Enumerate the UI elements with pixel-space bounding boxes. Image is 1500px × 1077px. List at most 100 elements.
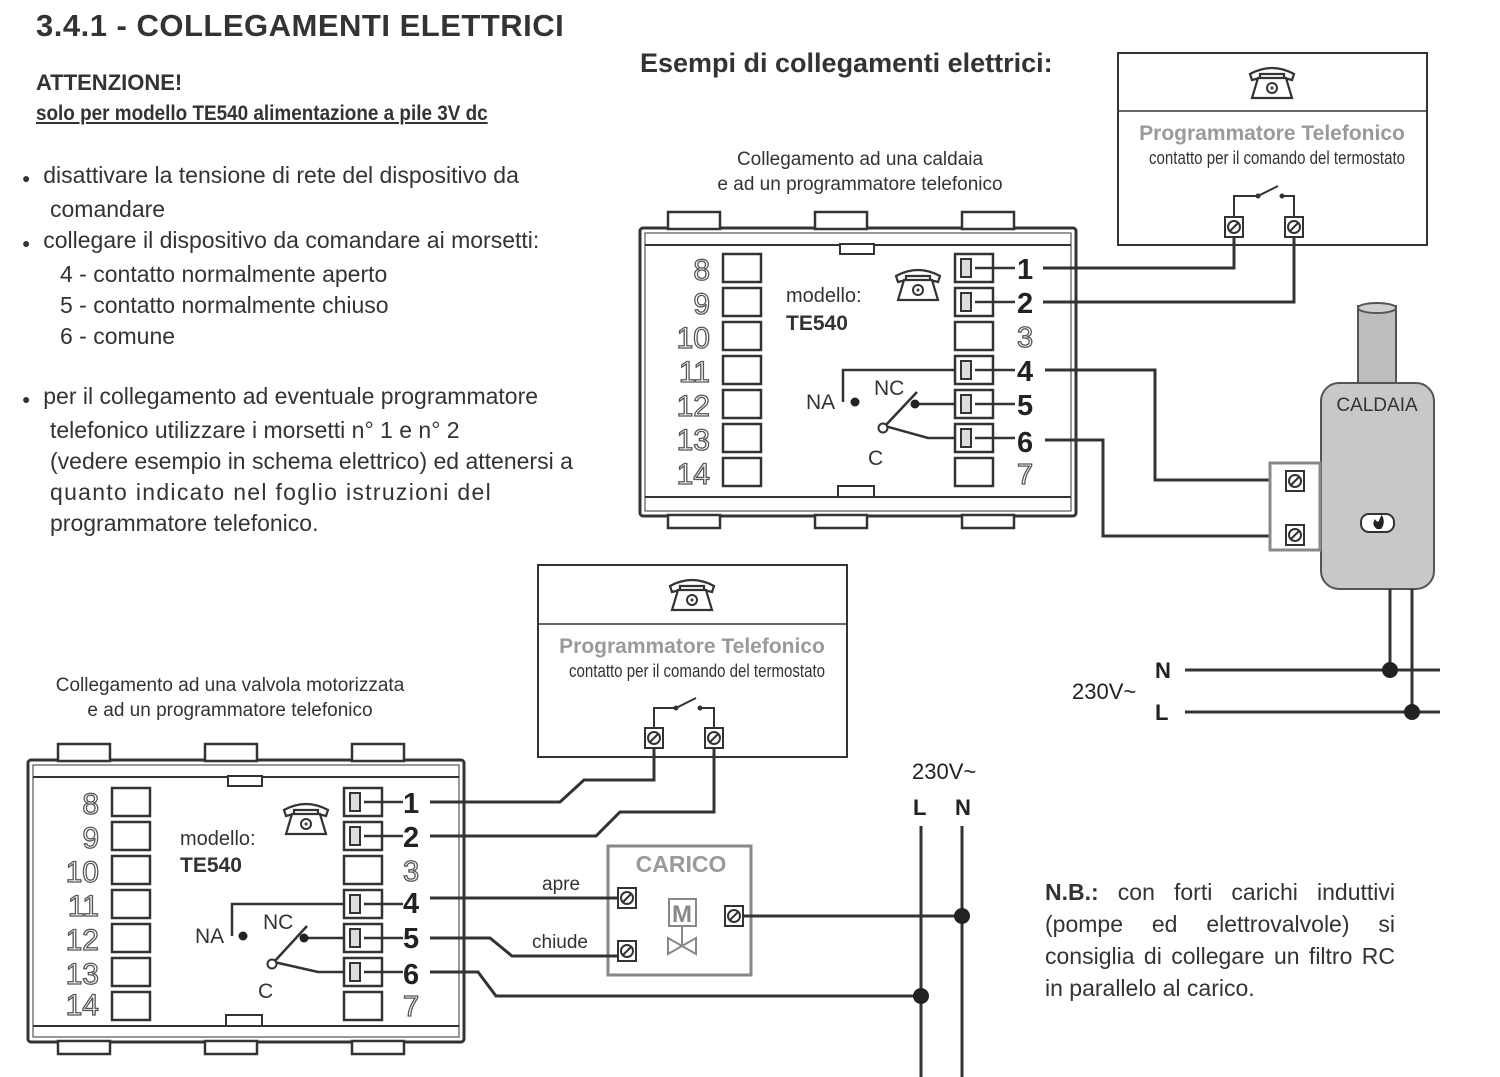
note-prefix: N.B.: (1045, 879, 1099, 905)
top-programmer-subtitle: contatto per il comando del termostato (1149, 148, 1405, 168)
top-programmer-wires (1043, 237, 1296, 538)
top-terminal-4: 4 (1017, 356, 1033, 388)
bottom-terminal-12: 12 (66, 924, 99, 957)
top-terminal-13: 13 (677, 424, 710, 457)
top-programmer-screw-1 (1224, 216, 1244, 238)
bottom-terminal-4: 4 (403, 888, 419, 920)
bullet-dot: ● (22, 235, 31, 251)
top-nc-label: NC (874, 377, 904, 400)
instructions-block: ● disattivare la tensione di rete del di… (22, 160, 539, 352)
bottom-terminal-2: 2 (403, 822, 419, 854)
top-programmer-phone-icon (1248, 66, 1296, 100)
instruction-1-line-1: disattivare la tensione di rete del disp… (43, 162, 519, 188)
instruction-1-line-2: comandare (50, 196, 166, 222)
top-programmer-title: Programmatore Telefonico (1139, 122, 1405, 145)
motor-label: M (672, 901, 692, 928)
bottom-model-name: TE540 (180, 854, 242, 877)
warning-subtitle: solo per modello TE540 alimentazione a p… (36, 102, 488, 125)
bottom-caption-line-2: e ad un programmatore telefonico (87, 700, 373, 721)
top-phone-programmer: Programmatore Telefonico contatto per il… (1117, 52, 1428, 246)
bottom-terminal-9: 9 (82, 822, 99, 855)
bottom-terminal-6: 6 (403, 959, 419, 991)
closes-label: chiude (532, 932, 588, 953)
terminal-4-description: 4 - contatto normalmente aperto (60, 261, 388, 287)
warning-title: ATTENZIONE! (36, 70, 183, 95)
load-screw-apre (617, 887, 637, 909)
boiler-label: CALDAIA (1336, 395, 1418, 416)
terminal-5-description: 5 - contatto normalmente chiuso (60, 292, 389, 318)
top-na-label: NA (806, 391, 835, 414)
top-terminal-10: 10 (677, 322, 710, 355)
bottom-voltage-label: 230V~ (912, 759, 976, 784)
bottom-load-wires (430, 826, 964, 1077)
top-terminal-1: 1 (1017, 254, 1033, 286)
load-screw-chiude (617, 940, 637, 962)
bottom-thermostat: 8 9 10 11 12 13 14 1 2 4 5 6 3 7 modello… (26, 742, 466, 1056)
bottom-caption-line-1: Collegamento ad una valvola motorizzata (55, 675, 405, 696)
bottom-terminal-13: 13 (66, 958, 99, 991)
bottom-c-label: C (258, 980, 273, 1003)
instruction-2-line-1: collegare il dispositivo da comandare ai… (43, 227, 540, 253)
load-label: CARICO (636, 851, 727, 877)
bottom-terminal-1: 1 (403, 788, 419, 820)
top-terminal-3: 3 (1017, 322, 1033, 354)
top-caption-line-1: Collegamento ad una caldaia (736, 149, 984, 170)
top-programmer-screw-2 (1284, 216, 1304, 238)
top-terminal-11: 11 (679, 356, 710, 389)
terminal-6-description: 6 - comune (60, 323, 176, 349)
top-voltage-label: 230V~ (1072, 679, 1136, 704)
instruction-3-line-5: programmatore telefonico. (50, 510, 319, 536)
top-thermostat: 8 9 10 11 12 13 14 1 2 4 5 6 3 7 modello… (638, 210, 1078, 530)
boiler-screw-2 (1285, 524, 1305, 546)
bottom-caption: Collegamento ad una valvola motorizzata … (30, 673, 430, 723)
bottom-programmer-phone-icon (668, 578, 716, 612)
load-screw-common (724, 905, 744, 927)
bottom-terminal-7: 7 (403, 991, 419, 1023)
bottom-programmer-wires (430, 748, 716, 838)
bottom-programmer-screw-1 (644, 727, 664, 749)
instruction-3-line-2: telefonico utilizzare i morsetti n° 1 e … (50, 417, 460, 443)
bullet-dot: ● (22, 170, 31, 186)
bottom-phone-programmer: Programmatore Telefonico contatto per il… (537, 564, 848, 758)
valve-icon (667, 936, 697, 956)
top-caption: Collegamento ad una caldaia e ad un prog… (690, 147, 1030, 197)
note-text: con forti carichi induttivi (pompe ed el… (1045, 879, 1395, 1001)
bottom-terminal-11: 11 (68, 890, 99, 923)
top-phone-icon (894, 268, 942, 302)
top-neutral-label: N (1155, 658, 1171, 683)
bullet-dot: ● (22, 391, 31, 407)
examples-title: Esempi di collegamenti elettrici: (640, 48, 1053, 78)
boiler-screw-1 (1285, 470, 1305, 492)
top-terminal-7: 7 (1017, 459, 1033, 491)
bottom-terminal-10: 10 (66, 856, 99, 889)
bottom-terminal-5: 5 (403, 923, 419, 955)
top-terminal-12: 12 (677, 390, 710, 423)
top-model-name: TE540 (786, 312, 848, 335)
bottom-terminal-8: 8 (82, 788, 99, 821)
bottom-line-label: L (913, 795, 926, 820)
top-terminal-2: 2 (1017, 288, 1033, 320)
bottom-na-label: NA (195, 925, 224, 948)
bottom-programmer-screw-2 (704, 727, 724, 749)
top-c-label: C (868, 447, 883, 470)
instructions-block-2: ● per il collegamento ad eventuale progr… (22, 381, 624, 539)
note-block: N.B.: con forti carichi induttivi (pompe… (1045, 876, 1395, 1004)
top-terminal-9: 9 (693, 288, 710, 321)
instruction-3-line-4: quanto indicato nel foglio istruzioni de… (50, 479, 492, 505)
instruction-3-line-3: (vedere esempio in schema elettrico) ed … (50, 448, 573, 474)
bottom-phone-icon (282, 802, 330, 836)
opens-label: apre (542, 874, 580, 895)
bottom-programmer-title: Programmatore Telefonico (559, 635, 825, 658)
bottom-programmer-subtitle: contatto per il comando del termostato (569, 661, 825, 681)
top-model-label: modello: (786, 285, 862, 307)
instruction-3-line-1: per il collegamento ad eventuale program… (43, 383, 539, 409)
top-terminal-14: 14 (677, 458, 710, 491)
bottom-model-label: modello: (180, 828, 256, 850)
page-heading: 3.4.1 - COLLEGAMENTI ELETTRICI (36, 8, 565, 43)
top-terminal-8: 8 (693, 254, 710, 287)
top-caption-line-2: e ad un programmatore telefonico (717, 174, 1003, 195)
top-terminal-5: 5 (1017, 390, 1033, 422)
bottom-terminal-14: 14 (66, 989, 99, 1022)
load-valve: CARICO M (606, 844, 753, 977)
